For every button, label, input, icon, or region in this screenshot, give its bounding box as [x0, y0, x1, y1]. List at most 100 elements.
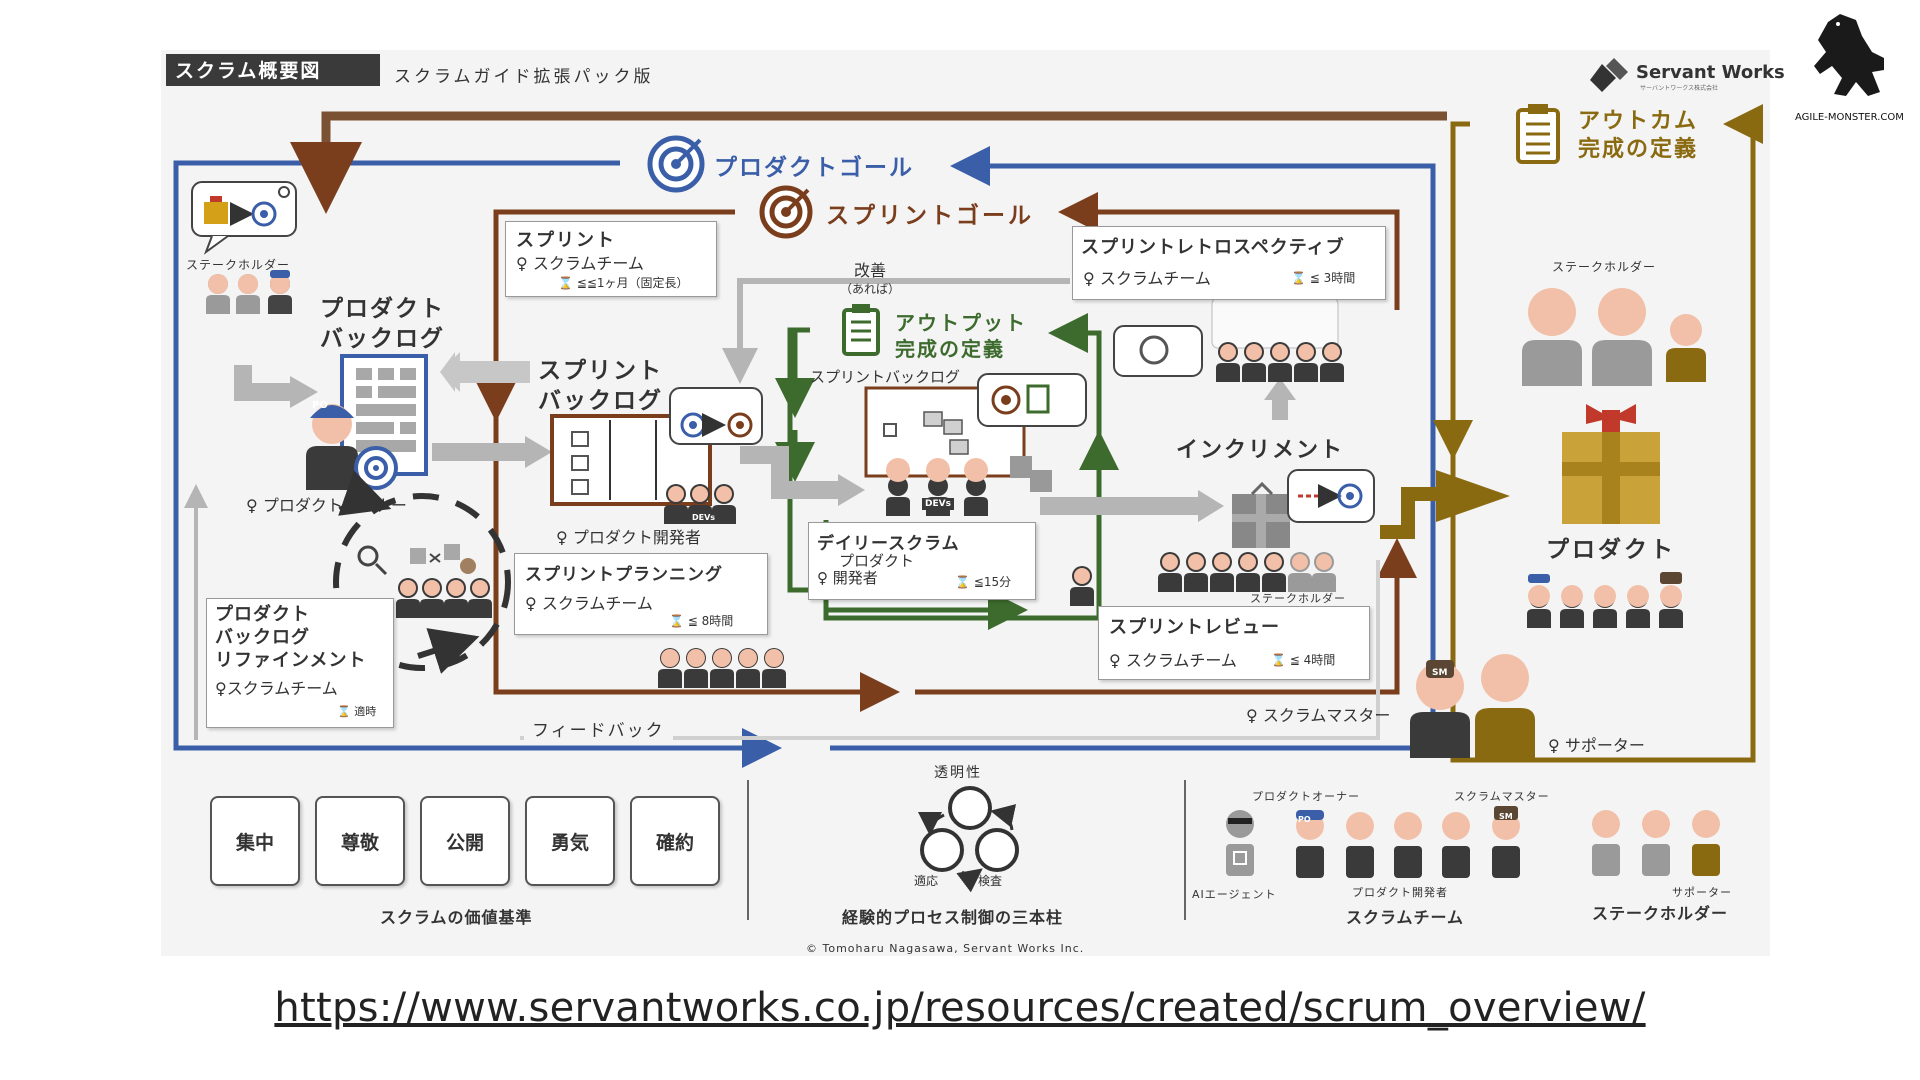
product-owner-label: ♀ プロダクトオーナー — [246, 492, 407, 516]
legend-dev: プロダクト開発者 — [1352, 886, 1448, 899]
supporter-text: サポーター — [1564, 736, 1645, 755]
sprint-time-row: ⌛ ≦≦1ヶ月（固定長） — [558, 274, 689, 291]
planning-time: ≦ 8時間 — [687, 614, 734, 628]
sprint-title: スプリント — [516, 230, 616, 251]
retro-time: ≦ 3時間 — [1309, 271, 1356, 285]
output-label: アウトプット 完成の定義 — [895, 310, 1027, 362]
award-icon: ♀ — [246, 496, 263, 515]
award-icon: ♀ — [1083, 269, 1100, 288]
top-feedback-arrow — [290, 111, 1447, 214]
pb-line2: バックログ — [320, 326, 445, 352]
increment-gift-icon — [1232, 481, 1290, 548]
sprint-backlog-label: スプリント バックログ — [538, 356, 663, 416]
daily-bubble — [977, 373, 1087, 427]
award-icon: ♀ — [1246, 706, 1263, 725]
legend-ai-agent — [1226, 810, 1254, 876]
planning-team-row: ♀ スクラムチーム — [525, 590, 653, 614]
servant-works-logo-text: Servant Works — [1636, 62, 1785, 83]
legend-stakeholders — [1592, 810, 1720, 876]
po-badge: PO — [312, 400, 328, 411]
hourglass-icon: ⌛ — [669, 614, 688, 628]
sprint-time: ≦≦1ヶ月（固定長） — [576, 276, 689, 290]
refinement-cycle — [333, 493, 511, 671]
servant-works-logo-sub: サーバントワークス株式会社 — [1640, 85, 1719, 92]
kaizen-label: 改善 （あれば） — [840, 262, 900, 298]
hourglass-icon: ⌛ — [1291, 271, 1310, 285]
three-pillars-diagram — [918, 786, 1019, 893]
scrum-master-label: ♀ スクラムマスター — [1246, 702, 1390, 726]
review-time-row: ⌛ ≦ 4時間 — [1271, 651, 1335, 668]
daily-scrum-box: デイリースクラム プロダクト ♀ 開発者 ⌛ ≦15分 — [808, 522, 1036, 600]
sprint-backlog-inner-label: スプリントバックログ — [810, 368, 961, 386]
review-team-row: ♀ スクラムチーム — [1109, 647, 1237, 671]
legend-stakeholder-caption: ステークホルダー — [1592, 904, 1729, 923]
legend-po: プロダクトオーナー — [1252, 790, 1360, 803]
award-icon: ♀ — [516, 254, 533, 273]
retro-time-row: ⌛ ≦ 3時間 — [1291, 269, 1355, 286]
retro-title: スプリントレトロスペクティブ — [1081, 237, 1345, 258]
ref-line1: プロダクト — [215, 604, 310, 625]
refinement-time: 適時 — [354, 705, 377, 718]
product-backlog-doc-icon — [340, 354, 428, 476]
sprint-backlog-bubble — [669, 387, 763, 445]
servant-works-logo-icon — [1590, 58, 1628, 92]
product-goal-label: プロダクトゴール — [708, 148, 920, 182]
retro-team-row: ♀ スクラムチーム — [1083, 265, 1211, 289]
retro-box: スプリントレトロスペクティブ ♀ スクラムチーム ⌛ ≦ 3時間 — [1072, 226, 1386, 300]
award-icon: ♀ — [556, 528, 573, 547]
agile-monster-text: AGILE-MONSTER.COM — [1795, 112, 1904, 123]
sprint-team-row: ♀ スクラムチーム — [516, 250, 644, 274]
legend-po-badge: PO — [1298, 815, 1311, 824]
copyright: © Tomoharu Nagasawa, Servant Works Inc. — [806, 942, 1085, 955]
refinement-team-row: ♀スクラムチーム — [215, 675, 338, 699]
sprint-goal-label: スプリントゴール — [820, 196, 1040, 230]
legend-team-caption: スクラムチーム — [1346, 908, 1465, 927]
daily-who1: プロダクト — [839, 552, 915, 570]
kaizen-line2: （あれば） — [840, 282, 901, 296]
hourglass-icon: ⌛ — [558, 276, 577, 290]
right-stakeholder-label: ステークホルダー — [1552, 260, 1657, 274]
legend-sm: スクラムマスター — [1454, 790, 1550, 803]
pillar-inspection: 検査 — [978, 874, 1003, 888]
supporter-figure — [1475, 654, 1535, 758]
value-openness: 公開 — [420, 796, 510, 886]
value-focus: 集中 — [210, 796, 300, 886]
kaizen-line1: 改善 — [854, 261, 887, 280]
product-goal-loop — [173, 160, 770, 751]
award-icon: ♀ — [1548, 736, 1565, 755]
agile-monster-logo-icon — [1814, 14, 1884, 96]
right-stakeholders — [1522, 288, 1652, 386]
outcome-line1: アウトカム — [1578, 109, 1699, 134]
scrum-master-figure — [1410, 660, 1470, 758]
source-url-link[interactable]: https://www.servantworks.co.jp/resources… — [274, 985, 1646, 1031]
legend-supporter: サポーター — [1672, 886, 1732, 899]
outcome-clipboard-icon — [1516, 104, 1560, 164]
product-label: プロダクト — [1546, 537, 1676, 563]
header-tag: スクラム概要図 — [175, 60, 322, 82]
daily-time-row: ⌛ ≦15分 — [955, 573, 1011, 590]
planning-time-row: ⌛ ≦ 8時間 — [669, 612, 733, 629]
pillar-transparency: 透明性 — [934, 765, 982, 781]
stakeholder-left-label: ステークホルダー — [186, 258, 291, 272]
retro-team: スクラムチーム — [1099, 269, 1211, 288]
output-line1: アウトプット — [895, 311, 1027, 335]
award-icon: ♀ — [215, 679, 227, 698]
product-goal-target-icon — [647, 135, 705, 193]
product-gift-icon — [1562, 404, 1660, 524]
scrum-master-text: スクラムマスター — [1262, 706, 1391, 725]
output-line2: 完成の定義 — [895, 337, 1005, 361]
sprint-box: スプリント ♀ スクラムチーム ⌛ ≦≦1ヶ月（固定長） — [505, 221, 717, 297]
ref-line3: リファインメント — [215, 650, 367, 671]
devs-badge-small: DEVs — [690, 512, 718, 523]
hourglass-icon: ⌛ — [955, 575, 974, 589]
review-box: スプリントレビュー ♀ スクラムチーム ⌛ ≦ 4時間 — [1098, 606, 1370, 680]
value-courage: 勇気 — [525, 796, 615, 886]
refinement-team: スクラムチーム — [226, 679, 338, 698]
pillars-caption: 経験的プロセス制御の三本柱 — [842, 908, 1064, 927]
value-commitment: 確約 — [630, 796, 720, 886]
increment-bubble — [1287, 469, 1375, 523]
ref-line2: バックログ — [215, 627, 310, 648]
values-caption: スクラムの価値基準 — [380, 908, 533, 927]
outcome-line2: 完成の定義 — [1578, 137, 1699, 162]
